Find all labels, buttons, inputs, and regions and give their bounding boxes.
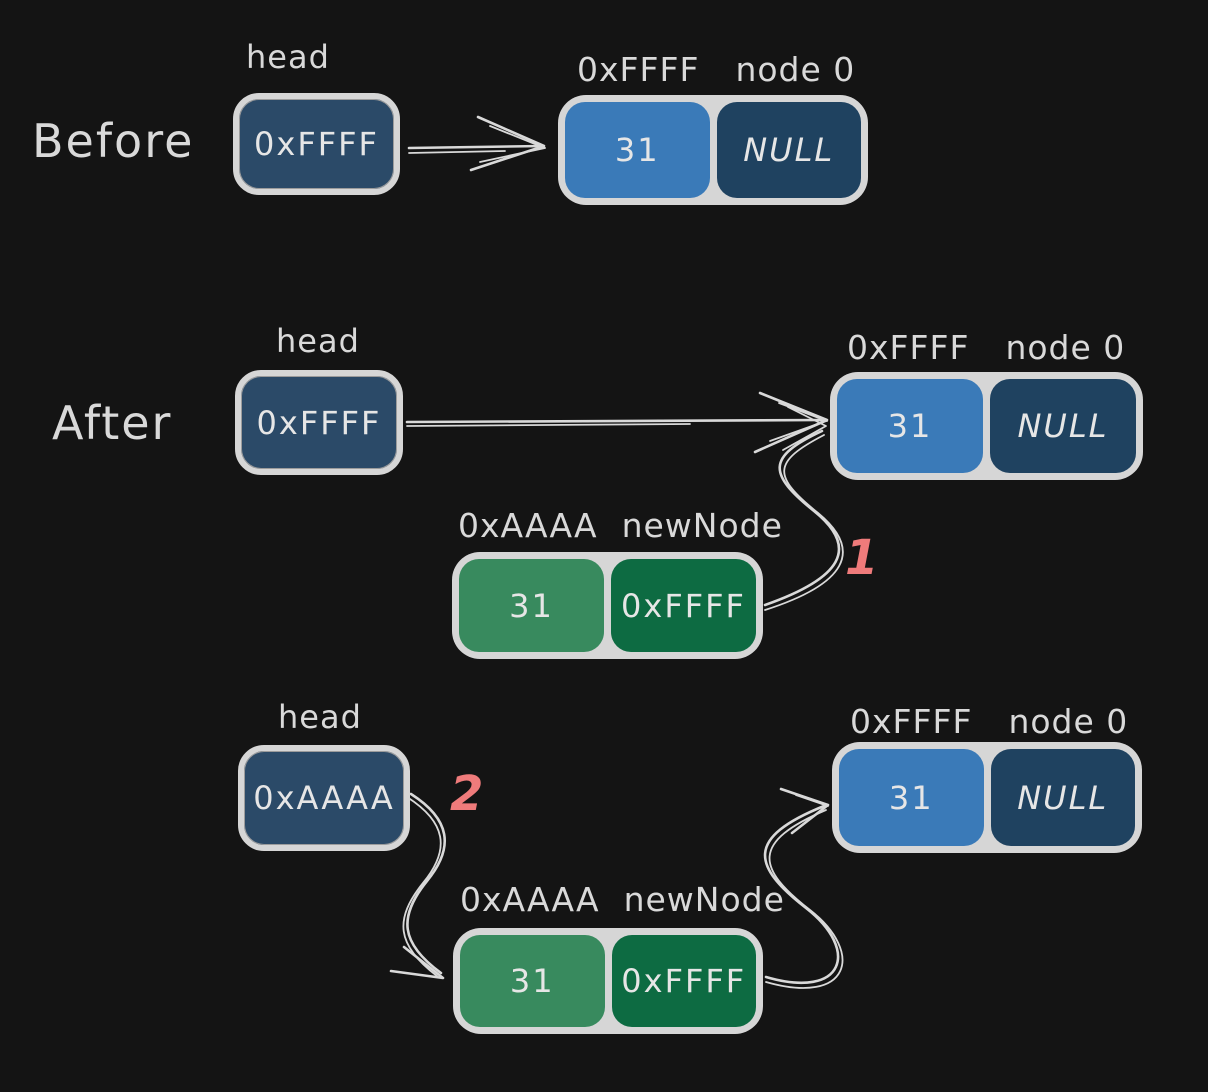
before-node-addr: 0xFFFF <box>577 50 700 89</box>
after-head-value: 0xFFFF <box>256 403 382 442</box>
before-node-label: 0xFFFF node 0 <box>577 50 855 89</box>
after-head-arrow <box>405 391 829 454</box>
final-newnode-label: 0xAAAA newNode <box>460 880 785 919</box>
after-newnode-data: 31 <box>509 586 554 625</box>
after-newnode-next-cell: 0xFFFF <box>611 559 756 652</box>
final-head-box: 0xAAAA <box>238 745 410 851</box>
after-newnode-box: 31 0xFFFF <box>452 552 763 659</box>
before-node-box: 31 NULL <box>558 95 868 205</box>
before-section-label: Before <box>32 114 195 168</box>
after-newnode-data-cell: 31 <box>459 559 604 652</box>
after-newnode-next: 0xFFFF <box>621 586 746 625</box>
final-node-name: node 0 <box>1008 702 1129 741</box>
after-node-name: node 0 <box>1005 328 1126 367</box>
final-head-value: 0xAAAA <box>253 779 395 817</box>
after-node-next-cell: NULL <box>990 379 1136 473</box>
after-node-data: 31 <box>887 407 933 445</box>
before-head-label: head <box>246 38 330 76</box>
final-newnode-name: newNode <box>623 880 785 919</box>
final-node-data: 31 <box>888 778 934 817</box>
after-node-label: 0xFFFF node 0 <box>847 328 1125 367</box>
final-node-data-cell: 31 <box>839 749 984 846</box>
before-node-next-cell: NULL <box>716 102 861 198</box>
final-newnode-next: 0xFFFF <box>621 962 747 1000</box>
final-newnode-data: 31 <box>509 962 555 1000</box>
before-node-next: NULL <box>743 131 835 169</box>
before-head-value: 0xFFFF <box>254 125 379 163</box>
after-newnode-label: 0xAAAA newNode <box>458 506 783 545</box>
before-head-arrow <box>407 115 546 172</box>
before-node-data: 31 <box>614 131 660 169</box>
final-node-box: 31 NULL <box>832 742 1142 853</box>
after-head-label: head <box>276 322 360 360</box>
after-newnode-addr: 0xAAAA <box>458 506 598 545</box>
before-head-box: 0xFFFF <box>233 93 400 195</box>
after-node-next: NULL <box>1017 407 1109 445</box>
step1-number: 1 <box>845 530 879 586</box>
after-node-box: 31 NULL <box>830 372 1143 480</box>
final-node-addr: 0xFFFF <box>850 702 973 741</box>
final-head-label: head <box>278 698 362 736</box>
after-section-label: After <box>52 396 173 450</box>
final-newnode-addr: 0xAAAA <box>460 880 600 919</box>
after-head-box: 0xFFFF <box>235 370 403 475</box>
after-newnode-name: newNode <box>621 506 783 545</box>
step2-number: 2 <box>450 766 484 822</box>
final-newnode-box: 31 0xFFFF <box>453 928 763 1034</box>
final-node-next: NULL <box>1017 778 1109 817</box>
final-node-label: 0xFFFF node 0 <box>850 702 1128 741</box>
final-node-next-cell: NULL <box>990 749 1135 846</box>
before-node-name: node 0 <box>735 50 856 89</box>
after-node-data-cell: 31 <box>837 379 983 473</box>
before-node-data-cell: 31 <box>565 102 710 198</box>
final-newnode-data-cell: 31 <box>460 935 605 1027</box>
after-node-addr: 0xFFFF <box>847 328 970 367</box>
final-newnode-next-cell: 0xFFFF <box>611 935 756 1027</box>
